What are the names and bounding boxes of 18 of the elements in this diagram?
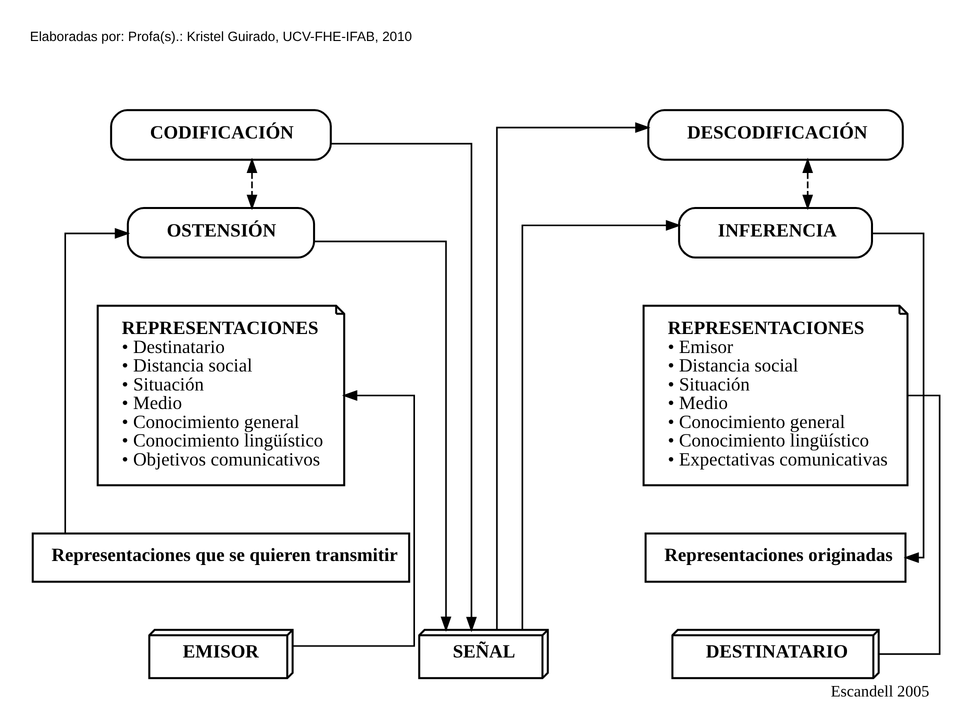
node-box: INFERENCIA <box>678 206 872 259</box>
label: Elaboradas por: Profa(s).: Kristel Guirado, UCV-FHE-IFAB, 2010 <box>29 29 412 44</box>
arrow <box>292 390 414 647</box>
node-box: DESCODIFICACIÓN <box>646 109 904 161</box>
arrow <box>872 232 924 563</box>
caption: Escandell 2005 <box>830 683 929 700</box>
connector <box>878 394 940 655</box>
node-box: Representaciones que se quieren transmitir <box>31 532 410 583</box>
arrow <box>246 158 257 210</box>
arrow <box>802 158 813 210</box>
node-box: OSTENSIÓN <box>126 206 315 259</box>
arrow <box>496 122 650 630</box>
arrow <box>314 240 451 632</box>
node-box: Representaciones originadas <box>644 532 906 583</box>
arrow <box>64 228 130 534</box>
node-box: CODIFICACIÓN <box>110 109 332 161</box>
arrow <box>330 142 476 632</box>
arrow <box>521 220 681 630</box>
